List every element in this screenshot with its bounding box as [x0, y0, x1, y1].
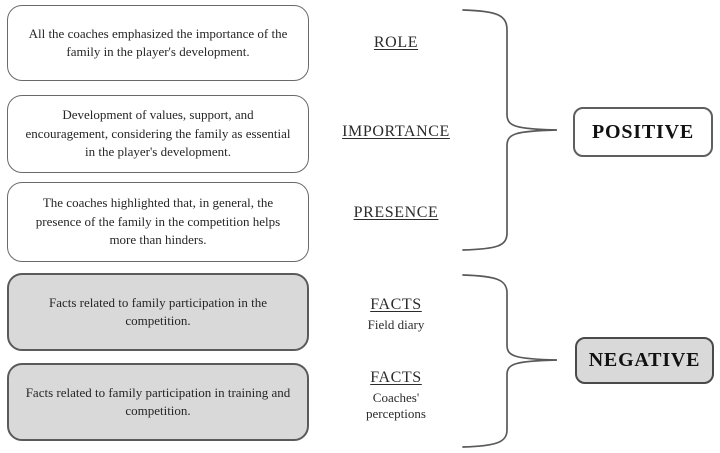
- category-label-presence-title: PRESENCE: [353, 204, 439, 221]
- theme-box-importance: Development of values, support, and enco…: [7, 95, 309, 173]
- negative-box: NEGATIVE: [575, 337, 714, 384]
- theme-box-presence-text: The coaches highlighted that, in general…: [35, 195, 281, 248]
- category-label-presence: PRESENCE: [320, 204, 472, 222]
- category-label-facts-diary-subtitle: Field diary: [367, 317, 425, 332]
- theme-box-presence: The coaches highlighted that, in general…: [7, 182, 309, 262]
- positive-brace: [462, 9, 558, 251]
- theme-box-facts-perceptions-text: Facts related to family participation in…: [25, 384, 291, 418]
- category-label-importance: IMPORTANCE: [320, 123, 472, 141]
- negative-brace: [462, 274, 558, 448]
- category-label-importance-title: IMPORTANCE: [342, 123, 450, 140]
- theme-box-importance-text: Development of values, support, and enco…: [25, 107, 291, 160]
- theme-box-facts-diary: Facts related to family participation in…: [7, 273, 309, 351]
- category-label-facts-perceptions-subtitle: Coaches' perceptions: [366, 390, 426, 422]
- category-label-facts-diary: FACTS Field diary: [320, 296, 472, 333]
- category-label-role: ROLE: [320, 34, 472, 52]
- theme-box-role: All the coaches emphasized the importanc…: [7, 5, 309, 81]
- category-label-facts-perceptions-title: FACTS: [370, 369, 422, 386]
- theme-box-facts-perceptions: Facts related to family participation in…: [7, 363, 309, 441]
- category-label-role-title: ROLE: [373, 34, 419, 51]
- category-label-facts-perceptions: FACTS Coaches' perceptions: [320, 369, 472, 423]
- positive-box: POSITIVE: [573, 107, 713, 157]
- category-label-facts-diary-title: FACTS: [370, 296, 422, 313]
- theme-box-facts-diary-text: Facts related to family participation in…: [48, 294, 268, 328]
- theme-box-role-text: All the coaches emphasized the importanc…: [28, 25, 288, 59]
